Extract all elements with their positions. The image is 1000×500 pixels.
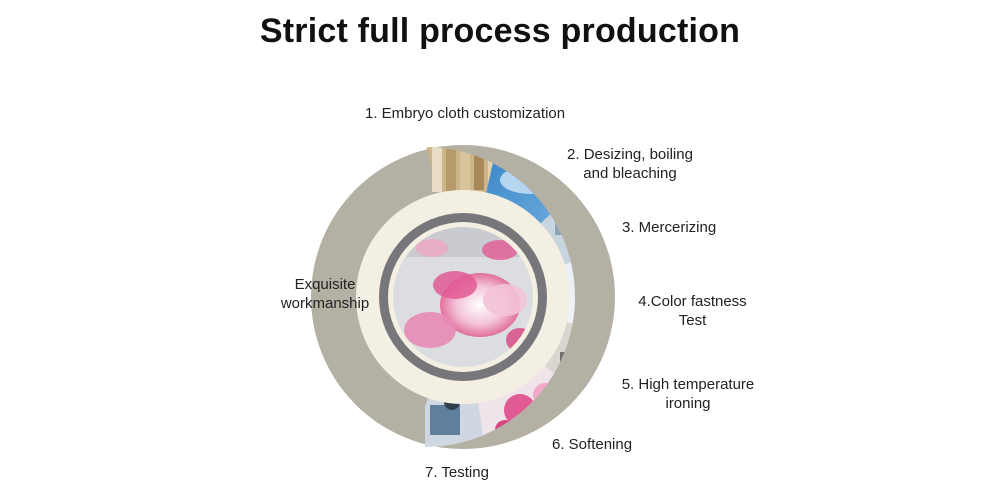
center-label: Exquisite workmanship (280, 276, 370, 312)
step-label-2: 2. Desizing, boiling and bleaching (567, 146, 693, 182)
page-title: Strict full process production (259, 12, 741, 50)
step-label-4: 4.Color fastness Test (638, 293, 747, 329)
step-label-5: 5. High temperature ironing (621, 376, 755, 412)
step-label-1: 1. Embryo cloth customization (365, 105, 566, 122)
step-label-3: 3. Mercerizing (622, 219, 717, 236)
step-label-6: 6. Softening (552, 436, 633, 453)
step-label-7: 7. Testing (425, 464, 489, 481)
center-flower-photo (393, 227, 533, 367)
